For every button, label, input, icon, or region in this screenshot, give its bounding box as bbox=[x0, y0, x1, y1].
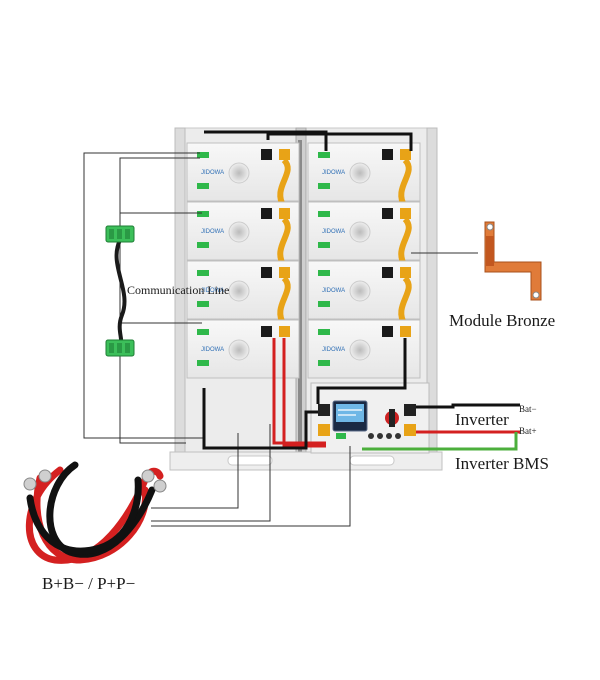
communication-cable bbox=[105, 225, 135, 357]
communication-line-label: Communication Line bbox=[127, 283, 230, 297]
battery-module: JIDOWA bbox=[186, 142, 300, 209]
terminal-icon bbox=[382, 267, 393, 278]
control-box bbox=[310, 382, 430, 454]
connector-icon bbox=[197, 360, 209, 366]
terminal-icon bbox=[261, 208, 272, 219]
cable-lug-icon bbox=[153, 479, 167, 493]
terminal-icon bbox=[400, 149, 411, 160]
terminal-icon bbox=[279, 267, 290, 278]
connector-icon bbox=[318, 301, 330, 307]
terminal-icon bbox=[382, 149, 393, 160]
battery-modules: JIDOWA JIDOWA JIDOWA JIDOWA JIDOWA JIDOWA JIDO… bbox=[186, 142, 421, 379]
connector-icon bbox=[197, 242, 209, 248]
fan-grille-icon bbox=[349, 280, 371, 302]
terminal-icon bbox=[318, 424, 330, 436]
terminal-icon bbox=[261, 267, 272, 278]
battery-module: JIDOWA bbox=[186, 260, 300, 327]
terminal-icon bbox=[404, 424, 416, 436]
connector-icon bbox=[197, 301, 209, 307]
terminal-icon bbox=[261, 326, 272, 337]
fan-grille-icon bbox=[349, 221, 371, 243]
terminal-icon bbox=[400, 208, 411, 219]
module-brand: JIDOWA bbox=[201, 347, 224, 353]
terminal-icon bbox=[382, 208, 393, 219]
connector-icon bbox=[318, 211, 330, 217]
connector-icon bbox=[318, 152, 330, 158]
terminal-icon bbox=[261, 149, 272, 160]
terminal-icon bbox=[279, 208, 290, 219]
cables-label: B+B− / P+P− bbox=[42, 574, 136, 593]
connector-icon bbox=[318, 360, 330, 366]
battery-module: JIDOWA bbox=[307, 260, 421, 327]
inverter-bms-label: Inverter BMS bbox=[455, 454, 549, 473]
signal-wires bbox=[83, 152, 478, 527]
battery-module: JIDOWA bbox=[307, 142, 421, 209]
connector-icon bbox=[197, 183, 209, 189]
terminal-icon bbox=[279, 326, 290, 337]
connector-icon bbox=[197, 152, 209, 158]
connector-icon bbox=[197, 270, 209, 276]
bat-negative-label: Bat− bbox=[519, 404, 537, 414]
connector-icon bbox=[336, 433, 346, 439]
module-brand: JIDOWA bbox=[322, 288, 345, 294]
connector-icon bbox=[197, 211, 209, 217]
fan-grille-icon bbox=[349, 162, 371, 184]
main-power-cables bbox=[202, 130, 520, 451]
module-brand: JIDOWA bbox=[201, 170, 224, 176]
battery-module: JIDOWA bbox=[186, 201, 300, 268]
cable-lug-icon bbox=[23, 477, 37, 491]
fan-grille-icon bbox=[228, 280, 250, 302]
terminal-icon bbox=[400, 326, 411, 337]
connector-icon bbox=[318, 242, 330, 248]
connector-icon bbox=[318, 329, 330, 335]
module-brand: JIDOWA bbox=[201, 288, 224, 294]
cable-lug-icon bbox=[38, 469, 52, 483]
cable-lug-icon bbox=[141, 469, 155, 483]
fan-grille-icon bbox=[228, 339, 250, 361]
module-brand: JIDOWA bbox=[201, 229, 224, 235]
terminal-icon bbox=[318, 404, 330, 416]
module-brand: JIDOWA bbox=[322, 229, 345, 235]
battery-module: JIDOWA bbox=[307, 201, 421, 268]
inverter-label: Inverter bbox=[455, 410, 509, 429]
module-bronze-label: Module Bronze bbox=[449, 311, 556, 330]
fan-grille-icon bbox=[228, 221, 250, 243]
terminal-icon bbox=[404, 404, 416, 416]
terminal-icon bbox=[382, 326, 393, 337]
bat-positive-label: Bat+ bbox=[519, 426, 537, 436]
fan-grille-icon bbox=[228, 162, 250, 184]
power-cable-coil bbox=[23, 461, 167, 564]
terminal-icon bbox=[279, 149, 290, 160]
fan-grille-icon bbox=[349, 339, 371, 361]
battery-module: JIDOWA bbox=[307, 319, 421, 379]
connector-icon bbox=[318, 183, 330, 189]
terminal-icon bbox=[400, 267, 411, 278]
connector-icon bbox=[318, 270, 330, 276]
module-brand: JIDOWA bbox=[322, 347, 345, 353]
module-brand: JIDOWA bbox=[322, 170, 345, 176]
battery-module: JIDOWA bbox=[186, 319, 300, 379]
connector-icon bbox=[197, 329, 209, 335]
busbar-icon bbox=[484, 221, 542, 301]
